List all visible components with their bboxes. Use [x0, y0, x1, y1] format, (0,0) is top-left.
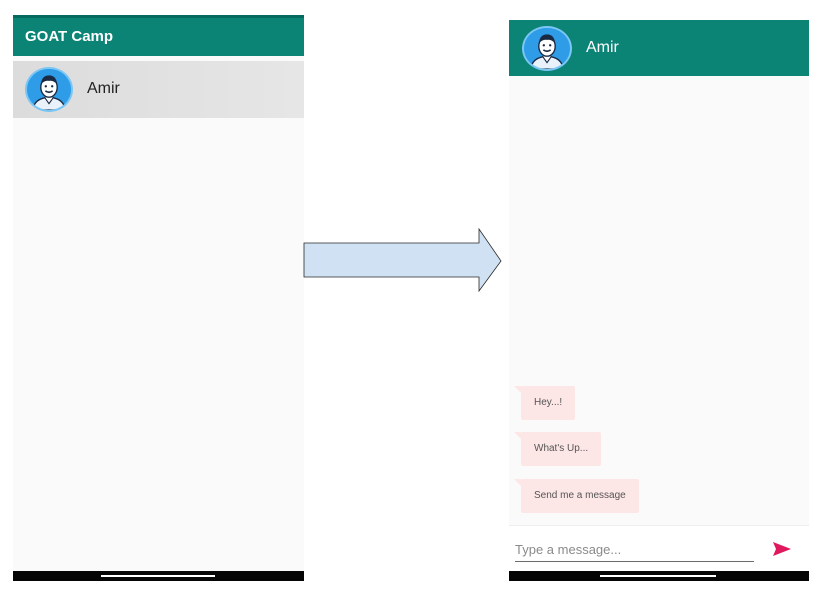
chat-list-screen: GOAT Camp Amir — [13, 15, 304, 581]
system-nav-bar — [509, 571, 809, 581]
home-gesture-handle[interactable] — [101, 575, 215, 577]
message-input[interactable] — [515, 537, 754, 562]
message-bubble: Hey...! — [513, 386, 576, 420]
user-avatar-icon[interactable] — [522, 26, 572, 71]
message-bubble: Send me a message — [514, 479, 639, 513]
send-icon — [773, 542, 791, 556]
message-composer — [509, 525, 809, 571]
chat-contact-name: Amir — [87, 80, 120, 97]
home-gesture-handle[interactable] — [600, 575, 716, 577]
app-bar: GOAT Camp — [13, 15, 304, 56]
user-avatar-icon — [25, 67, 73, 112]
app-title: GOAT Camp — [25, 28, 114, 45]
send-button[interactable] — [771, 538, 793, 560]
chat-contact-title: Amir — [586, 39, 619, 56]
system-nav-bar — [13, 571, 304, 581]
chat-app-bar: Amir — [509, 20, 809, 76]
chat-conversation-screen: Amir Hey...! What's Up... Send me a mess… — [509, 20, 809, 581]
right-arrow-icon — [303, 228, 502, 293]
message-bubble: What's Up... — [513, 432, 602, 466]
chat-list-item[interactable]: Amir — [13, 61, 304, 118]
